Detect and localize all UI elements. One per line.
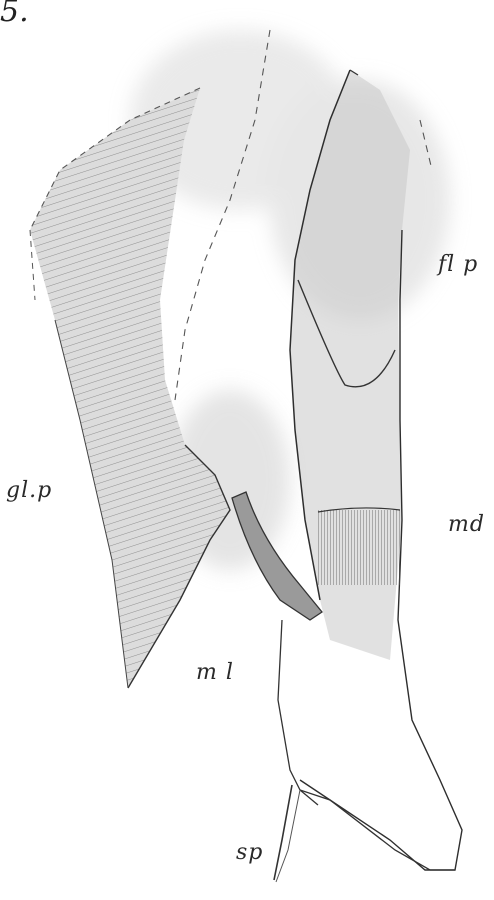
label-md: md [448,512,485,537]
label-gl-p: gl.p [6,478,52,503]
spine-sp [274,785,300,882]
lower-lobe [278,620,455,870]
label-ml: m l [196,660,234,685]
figure-number: 5. [0,0,29,29]
label-fl-p: fl p [438,252,478,277]
label-sp: sp [236,840,263,865]
